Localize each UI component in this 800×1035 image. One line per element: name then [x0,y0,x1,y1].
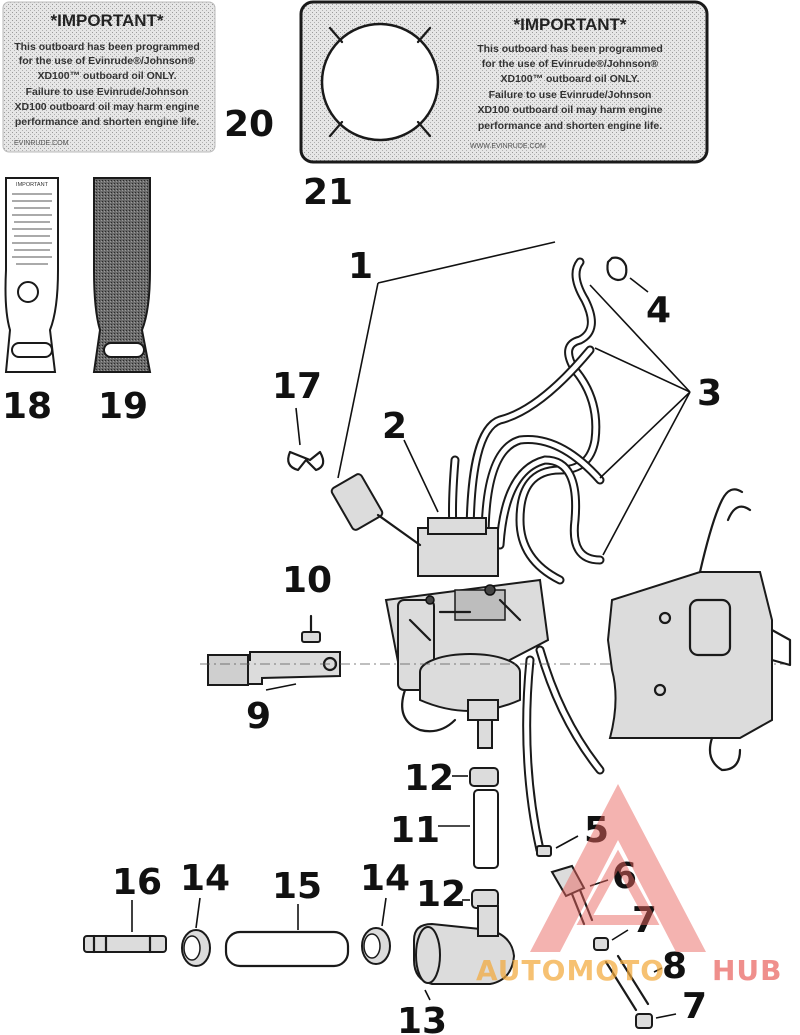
mounting-plate [606,488,792,772]
decal-large-url: WWW.EVINRUDE.COM [470,143,546,150]
decal-large-line: Failure to use Evinrude/Johnson [489,89,652,101]
callout-10: 10 [282,560,332,601]
callout-9: 9 [246,696,271,737]
tag-19 [92,177,152,373]
callout-7-upper: 7 [632,900,657,941]
decal-large: *IMPORTANT* This outboard has been progr… [299,0,709,164]
barb-fitting-16 [83,934,167,954]
callout-14-right: 14 [360,858,410,899]
watermark-text-b: HUB [712,954,783,987]
watermark-triangle-icon [530,784,706,952]
nozzle-5 [536,845,552,857]
filter-housing-13 [413,905,516,985]
decal-small-line: XD100 outboard oil may harm engine [15,101,200,113]
decal-large-line: XD100™ outboard oil ONLY. [500,73,639,85]
callout-14-left: 14 [180,858,230,899]
check-valve-6 [550,864,594,926]
callout-21: 21 [303,172,353,213]
callout-20: 20 [224,104,274,145]
screw-icon [301,614,321,643]
callout-6: 6 [612,856,637,897]
decal-large-line: performance and shorten engine life. [478,120,662,132]
callout-1: 1 [348,246,373,287]
filter-tube-11 [473,789,499,869]
decal-circle-icon [320,22,440,142]
decal-small-line: performance and shorten engine life. [15,116,199,128]
decal-large-line: XD100 outboard oil may harm engine [478,104,663,116]
hose-8 [604,954,650,1012]
callout-2: 2 [382,406,407,447]
callout-4: 4 [646,290,671,331]
clamp-14-left [181,929,211,967]
decal-small-line: This outboard has been programmed [14,41,200,53]
callout-11: 11 [390,810,440,851]
automotohub-watermark: AUTOMOTO HUB [476,784,783,987]
callout-13: 13 [397,1001,447,1035]
hose-clip-icon [606,256,628,282]
callout-16: 16 [112,862,162,903]
decal-small-url: EVINRUDE.COM [14,140,69,147]
clamp-14-right [361,927,391,965]
callout-12-upper: 12 [404,758,454,799]
tag-18: IMPORTANT [4,177,59,373]
callout-19: 19 [98,386,148,427]
hose-set [448,257,605,855]
decal-small-line: Failure to use Evinrude/Johnson [26,86,189,98]
callout-12-lower: 12 [416,874,466,915]
mount-bracket [207,651,341,686]
callout-7-lower: 7 [682,986,707,1027]
decal-small-line: XD100™ outboard oil ONLY. [37,70,176,82]
hose-15 [224,930,350,968]
callout-3: 3 [697,373,722,414]
oil-pump-assembly [384,517,550,749]
decal-large-line: for the use of Evinrude®/Johnson® [482,58,659,70]
callout-8: 8 [662,946,687,987]
leader-1 [377,241,556,284]
decal-small-line: for the use of Evinrude®/Johnson® [19,55,196,67]
leader-3 [589,284,691,556]
clip-7-upper [593,937,609,951]
decal-small-heading: *IMPORTANT* [50,11,163,30]
decal-large-line: This outboard has been programmed [477,43,663,55]
decal-large-heading: *IMPORTANT* [513,15,626,34]
watermark-text-a: AUTOMOTO [476,954,665,987]
wire-clip-icon [287,450,325,472]
callout-15: 15 [272,866,322,907]
leader-2 [403,439,439,513]
coupling-12-upper [469,767,499,787]
callout-5: 5 [584,810,609,851]
wire-connector [330,473,422,547]
callout-18: 18 [2,386,52,427]
callout-17: 17 [272,366,322,407]
decal-small: *IMPORTANT* This outboard has been progr… [2,1,216,153]
clip-7-lower [635,1013,653,1029]
tag-18-heading: IMPORTANT [16,182,49,188]
